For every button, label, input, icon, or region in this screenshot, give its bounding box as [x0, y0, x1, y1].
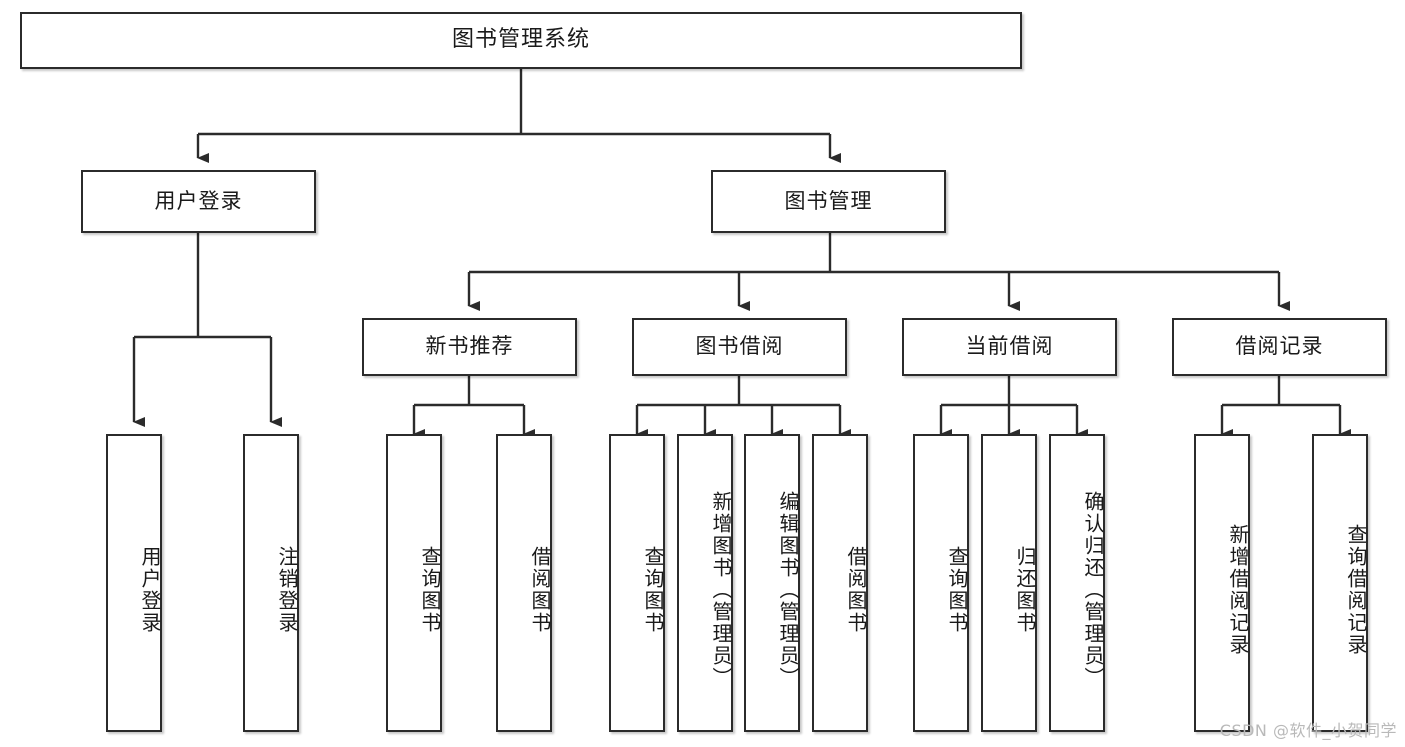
leaf-borrow-record-query[interactable]: 查询借阅记录 — [1312, 434, 1368, 732]
node-borrow-record[interactable]: 借阅记录 — [1172, 318, 1387, 376]
leaf-label: 查询图书 — [945, 546, 969, 634]
leaf-label: 用户登录 — [138, 546, 162, 634]
leaf-borrow-record-add[interactable]: 新增借阅记录 — [1194, 434, 1250, 732]
leaf-label: 新增借阅记录 — [1226, 524, 1250, 656]
node-root[interactable]: 图书管理系统 — [20, 12, 1022, 69]
leaf-label: 注销登录 — [275, 546, 299, 634]
csdn-watermark: CSDN @软件_小贺同学 — [1219, 721, 1397, 740]
leaf-label: 借阅图书 — [528, 546, 552, 634]
leaf-new-book-query[interactable]: 查询图书 — [386, 434, 442, 732]
leaf-book-borrow-query[interactable]: 查询图书 — [609, 434, 665, 732]
node-book-borrow[interactable]: 图书借阅 — [632, 318, 847, 376]
leaf-current-borrow-confirm-return[interactable]: 确认归还（管理员） — [1049, 434, 1105, 732]
node-new-book-recommend[interactable]: 新书推荐 — [362, 318, 577, 376]
leaf-label: 查询图书 — [641, 546, 665, 634]
node-user-login[interactable]: 用户登录 — [81, 170, 316, 233]
leaf-user-login-login[interactable]: 用户登录 — [106, 434, 162, 732]
leaf-label: 借阅图书 — [844, 546, 868, 634]
leaf-book-borrow-add[interactable]: 新增图书（管理员） — [677, 434, 733, 732]
leaf-book-borrow-borrow[interactable]: 借阅图书 — [812, 434, 868, 732]
leaf-new-book-borrow[interactable]: 借阅图书 — [496, 434, 552, 732]
leaf-label: 确认归还（管理员） — [1081, 491, 1105, 689]
leaf-label: 查询图书 — [418, 546, 442, 634]
leaf-label: 归还图书 — [1013, 546, 1037, 634]
leaf-label: 编辑图书（管理员） — [776, 491, 800, 689]
node-book-management[interactable]: 图书管理 — [711, 170, 946, 233]
leaf-current-borrow-query[interactable]: 查询图书 — [913, 434, 969, 732]
leaf-book-borrow-edit[interactable]: 编辑图书（管理员） — [744, 434, 800, 732]
node-current-borrow[interactable]: 当前借阅 — [902, 318, 1117, 376]
leaf-current-borrow-return[interactable]: 归还图书 — [981, 434, 1037, 732]
leaf-label: 查询借阅记录 — [1344, 524, 1368, 656]
leaf-label: 新增图书（管理员） — [709, 491, 733, 689]
leaf-user-login-logout[interactable]: 注销登录 — [243, 434, 299, 732]
